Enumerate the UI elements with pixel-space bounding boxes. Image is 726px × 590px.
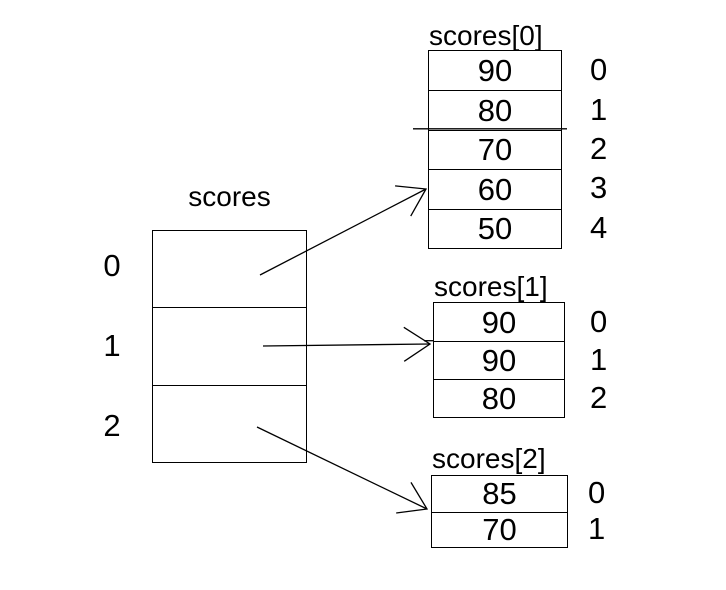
main-array-cell-0 <box>153 231 306 307</box>
main-index-2: 2 <box>103 407 121 443</box>
main-array-label: scores <box>188 181 271 212</box>
scores2-table: 85 70 <box>431 475 568 548</box>
index-label: 0 <box>588 475 606 511</box>
index-label: 3 <box>590 170 608 206</box>
scores0-indices: 0 1 2 3 4 <box>590 50 607 247</box>
main-array-cell-1 <box>153 307 306 384</box>
main-array-box <box>152 230 307 463</box>
scores0-table: 90 80 70 60 50 <box>428 50 562 249</box>
main-index-0: 0 <box>103 247 121 283</box>
index-label: 4 <box>590 209 608 245</box>
scores2-label: scores[2] <box>432 443 546 474</box>
index-label: 2 <box>590 130 608 166</box>
scores0-label: scores[0] <box>429 20 543 51</box>
table-cell: 90 <box>481 304 517 340</box>
index-label: 0 <box>590 303 608 339</box>
scores2-indices: 0 1 <box>588 475 605 546</box>
table-cell: 70 <box>429 129 561 169</box>
index-label: 0 <box>590 52 608 88</box>
scores1-table: 90 90 80 <box>433 302 565 418</box>
index-label: 2 <box>590 379 608 415</box>
index-label: 1 <box>590 341 608 377</box>
scores1-label: scores[1] <box>434 271 548 302</box>
table-cell: 70 <box>432 511 567 548</box>
table-cell: 80 <box>429 90 561 129</box>
main-array-cell-2 <box>153 384 306 462</box>
main-index-1: 1 <box>103 327 121 363</box>
table-cell: 50 <box>429 208 561 248</box>
index-label: 1 <box>590 91 608 127</box>
table-cell: 90 <box>434 341 564 379</box>
table-cell: 85 <box>482 476 517 512</box>
table-cell: 60 <box>429 169 561 208</box>
table-cell: 90 <box>477 53 513 89</box>
table-cell: 80 <box>434 379 564 417</box>
scores1-indices: 0 1 2 <box>590 302 607 416</box>
index-label: 1 <box>588 510 606 546</box>
